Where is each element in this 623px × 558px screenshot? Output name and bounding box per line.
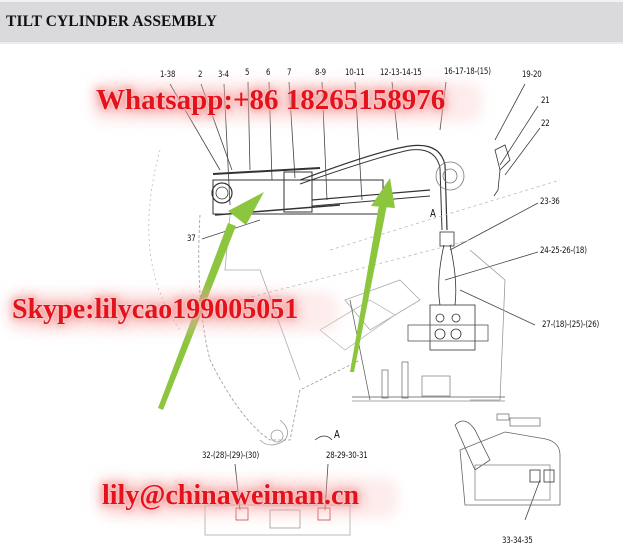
watermark-glow [8, 292, 338, 332]
callout-27-18-25-26: 27-(18)-(25)-(26) [542, 320, 600, 330]
watermark-email: lily@chinaweiman.cn [102, 480, 360, 511]
callout-21: 21 [541, 96, 550, 106]
callout-8-9: 8-9 [315, 68, 327, 78]
page-title: TILT CYLINDER ASSEMBLY [6, 13, 217, 30]
watermark-skype: Skype:lilycao199005051 [12, 294, 299, 325]
callout-6: 6 [266, 68, 271, 78]
page-header: TILT CYLINDER ASSEMBLY [0, 0, 623, 44]
callout-2: 2 [198, 70, 203, 80]
assembly-drawing [148, 81, 561, 536]
callout-1-38: 1-38 [160, 70, 176, 80]
callout-22: 22 [541, 119, 550, 129]
arrow-icon [158, 178, 395, 410]
callout-33-34-35: 33-34-35 [502, 536, 533, 546]
callout-16-17-18-15: 16-17-18-(15) [444, 67, 491, 77]
callout-10-11: 10-11 [345, 68, 365, 78]
parts-diagram: 1-38 2 3-4 5 6 7 8-9 10-11 12-13-14-15 1… [0, 44, 623, 558]
callout-37: 37 [187, 234, 196, 244]
callout-19-20: 19-20 [522, 70, 542, 80]
callout-5: 5 [245, 68, 250, 78]
watermark-whatsapp: Whatsapp:+86 18265158976 [96, 84, 446, 116]
callout-28-29-30-31: 28-29-30-31 [326, 451, 368, 461]
callout-24-25-26-18: 24-25-26-(18) [540, 246, 587, 256]
watermark-glow [98, 478, 398, 518]
callout-7: 7 [287, 68, 292, 78]
view-marker-a-top: A [430, 207, 436, 220]
watermark-glow [92, 82, 482, 122]
callout-3-4: 3-4 [218, 70, 230, 80]
view-marker-a-bottom: A [334, 428, 340, 441]
callout-23-36: 23-36 [540, 197, 560, 207]
callout-12-13-14-15: 12-13-14-15 [380, 68, 422, 78]
callout-32-28-29-30: 32-(28)-(29)-(30) [202, 451, 260, 461]
